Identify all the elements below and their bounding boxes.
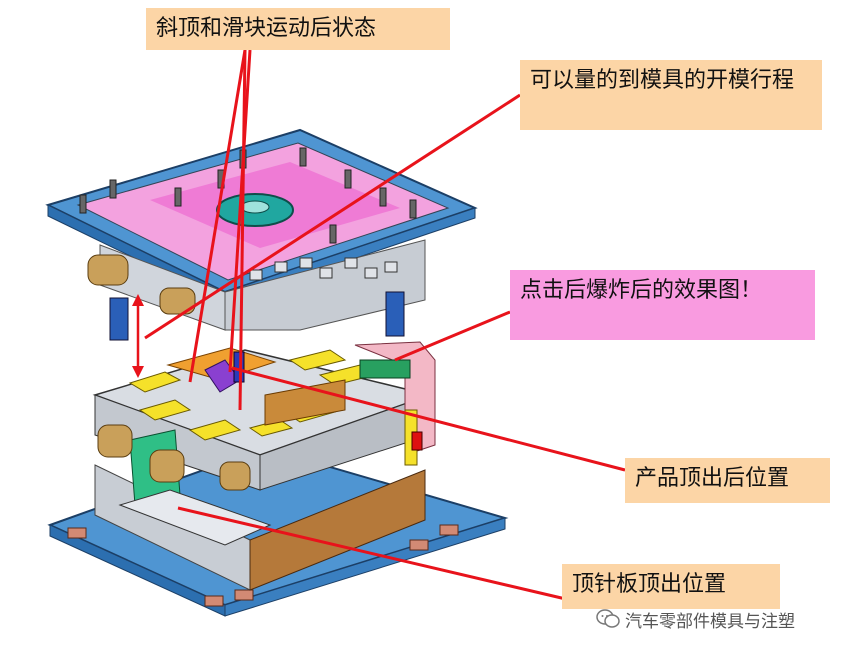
arrow-slider-2 [238,49,247,411]
arrow-ejector [177,506,571,602]
arrow-heads [132,294,144,378]
top-right-block [224,239,426,331]
top-plate-assembly [45,128,478,341]
red-fitting [411,431,423,451]
callout-ejector-plate-text: 顶针板顶出位置 [572,572,727,597]
guide-pillar-left [109,297,129,341]
lower-cylinder-right [149,449,185,483]
callout-product-ejected: 产品顶出后位置 [625,458,830,503]
lower-mold-body [92,341,436,591]
pointer-lines [136,49,626,602]
lower-cylinder-left [97,424,133,458]
arrow-exploded [394,310,511,362]
ejector-plate [118,489,272,546]
callout-product-ejected-text: 产品顶出后位置 [635,466,790,491]
arrow-product [231,366,626,472]
callout-slider-state: 斜顶和滑块运动后状态 [146,8,450,50]
callout-exploded-view-text: 点击后爆炸后的效果图！ [520,278,763,303]
slider-guide [359,359,411,379]
callout-mold-stroke-text: 可以量的到模具的开模行程 [530,68,795,93]
lower-cylinder-mid [219,461,251,491]
watermark-text: 汽车零部件模具与注塑 [625,611,795,632]
guide-pillar-right [385,291,405,337]
callout-ejector-plate: 顶针板顶出位置 [562,564,780,609]
arrow-slider-3 [228,49,252,373]
callout-exploded-view: 点击后爆炸后的效果图！ [510,270,815,340]
wechat-icon [596,609,620,628]
arrow-slider-1 [188,49,247,383]
left-cylinder [87,254,129,286]
sprue-bushing-core [240,200,270,214]
watermark: 汽车零部件模具与注塑 [596,606,795,632]
arrow-stroke [144,93,521,340]
lower-block-side [249,469,426,591]
left-cylinder-2 [159,287,196,315]
callout-slider-state-text: 斜顶和滑块运动后状态 [156,16,377,41]
callout-mold-stroke: 可以量的到模具的开模行程 [520,60,822,130]
